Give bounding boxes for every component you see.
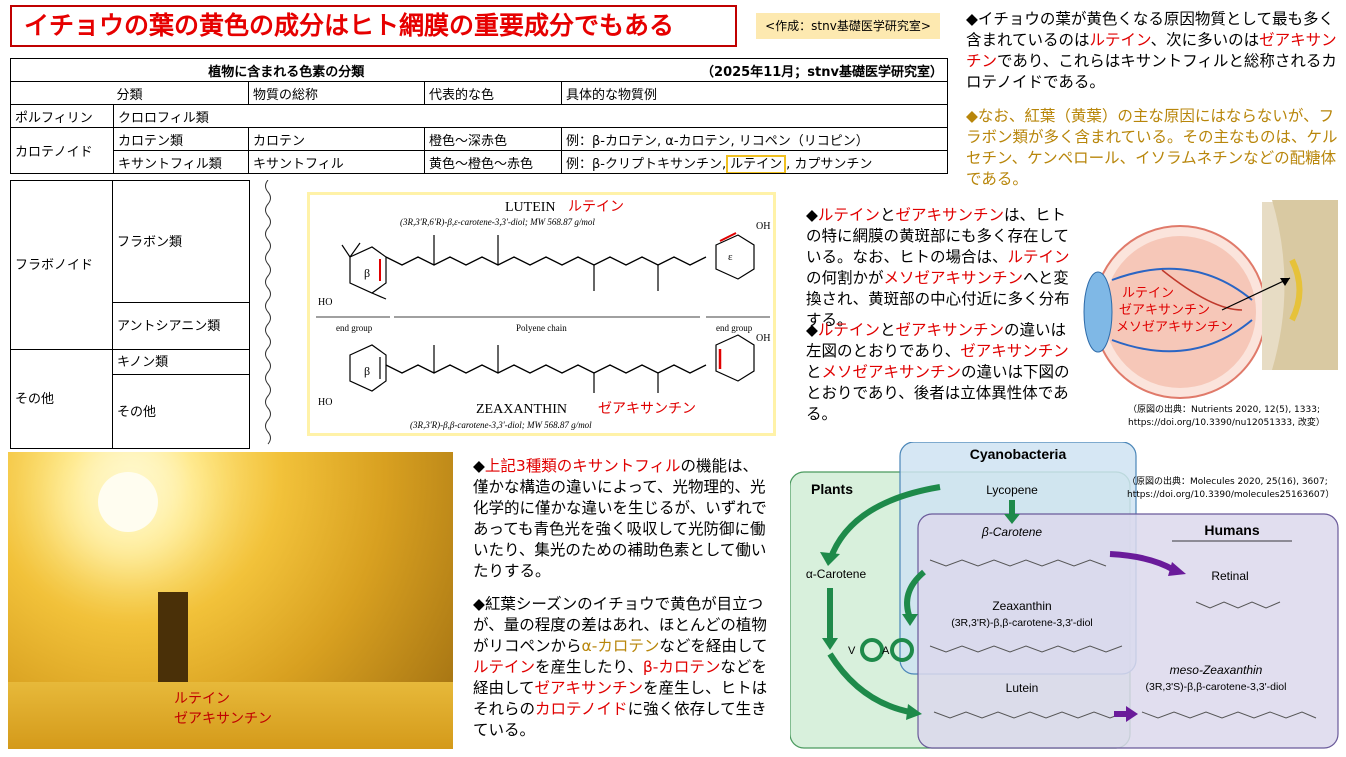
acarotene-label: α-Carotene: [806, 567, 867, 581]
eye-label-meso: メソゼアキサンチン: [1116, 320, 1234, 335]
group-flavonoid: フラボノイド: [10, 180, 113, 350]
zeaxanthin-left-ring: [349, 344, 387, 392]
author-label: <作成：stnv基礎医学研究室>: [756, 13, 940, 39]
para-macula: ◆ルテインとゼアキサンチンは、ヒトの特に網膜の黄斑部にも多く存在している。なお、…: [806, 206, 1070, 329]
header-general: 物質の総称: [248, 81, 425, 105]
structure-panel: LUTEIN ルテイン (3R,3'R,6'R)-β,ε-carotene-3,…: [307, 192, 776, 436]
cycle-v: V: [848, 645, 856, 657]
lutein-formula: (3R,3'R,6'R)-β,ε-carotene-3,3'-diol; MW …: [400, 217, 595, 227]
sub-xanthophyll: キサントフィル類: [113, 150, 249, 174]
zeaxanthin-oh: OH: [756, 333, 770, 344]
humans-box: [917, 513, 1339, 749]
eye-label-zeaxanthin: ゼアキサンチン: [1119, 303, 1211, 318]
zeaxanthin-ho: HO: [318, 397, 332, 408]
lutein-ho: HO: [318, 297, 332, 308]
source-molecules: （原図の出典：Molecules 2020, 25(16), 3607; htt…: [1127, 477, 1335, 500]
lycopene-label: Lycopene: [986, 483, 1038, 497]
eye-label-lutein: ルテイン: [1122, 286, 1175, 301]
header-example: 具体的な物質例: [561, 81, 948, 105]
sub-anthocyanin: アントシアニン類: [112, 302, 250, 350]
lutein-epsilon: ε: [728, 251, 733, 263]
para-function: ◆上記3種類のキサントフィルの機能は、僅かな構造の違いによって、光物理的、光化学…: [473, 457, 767, 580]
para-ginkgo-pigments: ◆イチョウの葉が黄色くなる原因物質として最も多く含まれているのはルテイン、次に多…: [966, 10, 1337, 91]
photo-label-lutein: ルテイン: [174, 691, 230, 707]
table-row: カロテノイド カロテン類 カロテン 橙色～深赤色 例：β-カロテン, α-カロテ…: [10, 127, 948, 174]
cyano-label: Cyanobacteria: [970, 446, 1067, 462]
table-date: （2025年11月；stnv基礎医学研究室）: [561, 58, 948, 82]
table-header-row: 分類 物質の総称 代表的な色 具体的な物質例: [10, 81, 948, 105]
eye-illustration: [1083, 200, 1338, 399]
lutein-name-jp: ルテイン: [568, 199, 624, 215]
table-caption-row: 植物に含まれる色素の分類 （2025年11月；stnv基礎医学研究室）: [10, 58, 948, 82]
example-carotene: 例：β-カロテン, α-カロテン, リコペン（リコピン）: [561, 127, 948, 151]
sun-glow: [98, 472, 158, 532]
lutein-chain: [385, 256, 707, 266]
lutein-diagram-label: Lutein: [1006, 681, 1039, 695]
para-difference: ◆ルテインとゼアキサンチンの違いは左図のとおりであり、ゼアキサンチンとメソゼアキ…: [806, 321, 1070, 423]
end-group-right: end group: [716, 323, 753, 333]
biosynthesis-svg: Cyanobacteria Plants Humans Lycopene β-C…: [789, 441, 1339, 749]
zeaxanthin-diagram-label: Zeaxanthin: [992, 599, 1051, 613]
lutein-beta: β: [364, 266, 370, 280]
biosynthesis-diagram: Cyanobacteria Plants Humans Lycopene β-C…: [789, 441, 1342, 750]
para-autumn: ◆紅葉シーズンのイチョウで黄色が目立つが、量の程度の差はあれ、ほとんどの植物がリ…: [473, 595, 768, 739]
header-color: 代表的な色: [424, 81, 562, 105]
general-carotene: カロテン: [248, 127, 425, 151]
lutein-highlight: ルテイン: [726, 154, 787, 173]
meso-label: meso-Zeaxanthin: [1170, 663, 1263, 677]
color-xanthophyll: 黄色～橙色～赤色: [424, 150, 562, 174]
para-flavones: ◆なお、紅葉（黄葉）の主な原因にはならないが、フラボン類が多く含まれている。その…: [966, 107, 1338, 188]
bcarotene-label: β-Carotene: [981, 525, 1043, 539]
source-nutrients: （原図の出典：Nutrients 2020, 12(5), 1333; http…: [1128, 405, 1325, 428]
humans-label: Humans: [1204, 522, 1259, 538]
meso-formula: (3R,3'S)-β,β-carotene-3,3'-diol: [1146, 681, 1287, 693]
zeaxanthin-formula: (3R,3'R)-β,β-carotene-3,3'-diol; MW 568.…: [410, 420, 592, 430]
lutein-left-ring: [341, 242, 387, 300]
zeaxanthin-chain: [385, 364, 707, 374]
polyene-chain-label: Polyene chain: [516, 323, 567, 333]
zeaxanthin-diagram-formula: (3R,3'R)-β,β-carotene-3,3'-diol: [951, 617, 1093, 629]
table-caption: 植物に含まれる色素の分類: [10, 58, 562, 82]
sub-quinone: キノン類: [112, 349, 250, 375]
pigment-table: 植物に含まれる色素の分類 （2025年11月；stnv基礎医学研究室） 分類 物…: [10, 58, 948, 174]
group-carotenoid: カロテノイド: [10, 127, 114, 174]
example-xanthophyll: 例：β-クリプトキサンチン,ルテイン, カプサンチン: [561, 150, 948, 174]
ground: [8, 682, 453, 749]
photo-labels: ルテイン ゼアキサンチン: [174, 689, 272, 729]
photo-label-zeaxanthin: ゼアキサンチン: [174, 711, 272, 727]
table-break-line: [265, 180, 271, 445]
lutein-right-ring: [715, 232, 755, 280]
ginkgo-photo: ルテイン ゼアキサンチン: [8, 452, 453, 749]
eye-labels: ルテイン ゼアキサンチン メソゼアキサンチン: [1116, 285, 1233, 336]
table-row: キサントフィル類 キサントフィル 黄色～橙色～赤色 例：β-クリプトキサンチン,…: [11, 150, 948, 174]
table-row: ポルフィリン クロロフィル類: [10, 104, 948, 128]
sub-flavone: フラボン類: [112, 180, 250, 303]
sub-carotene: カロテン類: [113, 127, 249, 151]
zeaxanthin-beta: β: [364, 364, 370, 378]
lutein-name: LUTEIN: [505, 200, 556, 215]
zeaxanthin-name-jp: ゼアキサンチン: [598, 401, 696, 417]
structure-svg: LUTEIN ルテイン (3R,3'R,6'R)-β,ε-carotene-3,…: [316, 199, 770, 430]
header-classification: 分類: [10, 81, 249, 105]
retinal-label: Retinal: [1211, 569, 1248, 583]
lower-table: フラボノイド フラボン類 アントシアニン類 その他 キノン類 その他: [10, 180, 250, 449]
zeaxanthin-right-ring: [715, 334, 755, 382]
general-xanthophyll: キサントフィル: [248, 150, 425, 174]
end-group-left: end group: [336, 323, 373, 333]
sub-other: その他: [112, 374, 250, 449]
group-other: その他: [10, 349, 113, 449]
zeaxanthin-name: ZEAXANTHIN: [476, 402, 567, 417]
cycle-a: A: [882, 645, 890, 657]
sub-chlorophyll: クロロフィル類: [113, 104, 948, 128]
lutein-oh: OH: [756, 221, 770, 232]
color-carotene: 橙色～深赤色: [424, 127, 562, 151]
plants-label: Plants: [811, 481, 853, 497]
group-porphyrin: ポルフィリン: [10, 104, 114, 128]
page-title: イチョウの葉の黄色の成分はヒト網膜の重要成分でもある: [10, 5, 737, 47]
